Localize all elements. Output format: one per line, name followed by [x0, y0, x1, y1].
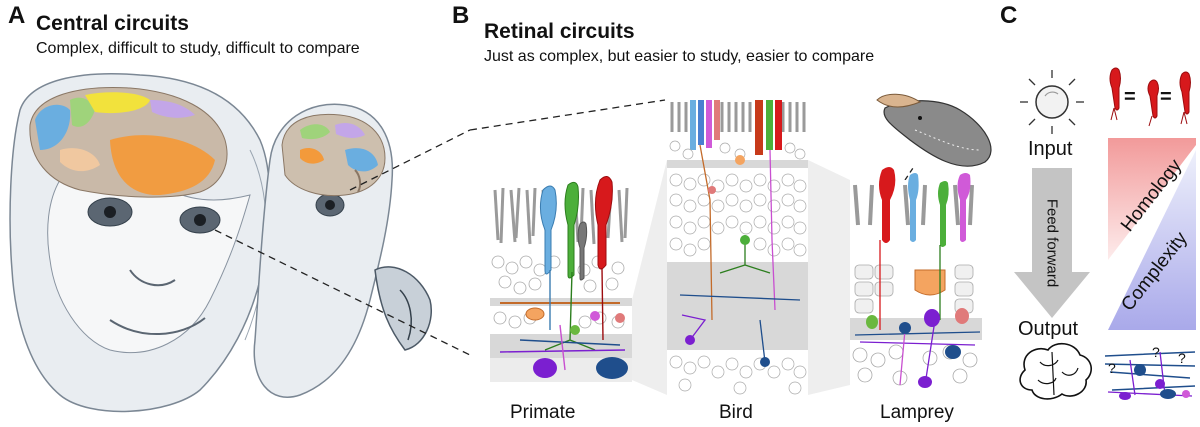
species-label-primate: Primate: [510, 402, 576, 423]
lamprey-retina-connector: [904, 164, 916, 181]
panel-c-letter: C: [1000, 2, 1018, 29]
complexity-triangle: [1108, 150, 1196, 330]
feed-forward-label: Feed forward: [1043, 198, 1061, 288]
bird-inner-nuclear-layer: [669, 173, 807, 257]
equals-symbol-1: =: [1124, 86, 1136, 108]
panel-b-letter: B: [452, 2, 470, 29]
monkey-brain-drawing: [29, 87, 228, 198]
primate-cones: [539, 176, 613, 281]
equals-symbol-2: =: [1160, 86, 1172, 108]
panel-a-subtitle: Complex, difficult to study, difficult t…: [36, 40, 360, 57]
species-label-bird: Bird: [719, 402, 753, 423]
primate-retina-column: [490, 176, 632, 385]
species-label-lamprey: Lamprey: [880, 402, 954, 423]
primate-neuron-processes: [499, 267, 626, 371]
input-label: Input: [1028, 138, 1073, 160]
bird-neuron-processes: [679, 144, 801, 363]
sun-icon: [1020, 70, 1084, 134]
homologous-cones-icon: [1109, 67, 1191, 127]
panel-b-title: Retinal circuits: [484, 20, 635, 43]
lamprey-neuron-processes: [854, 240, 981, 386]
feed-forward-arrow: [1014, 168, 1090, 318]
bird-connector-line: [349, 129, 470, 191]
bird-brain-drawing: [281, 113, 386, 197]
lamprey-photoreceptor-rods: [853, 184, 974, 226]
animal-illustration: [9, 73, 470, 413]
circuit-question-mark-3: ?: [1178, 350, 1186, 366]
panel-b-subtitle: Just as complex, but easier to study, ea…: [484, 48, 875, 65]
circuit-question-mark-1: ?: [1108, 360, 1116, 376]
bird-lamprey-wedge: [808, 160, 850, 395]
lamprey-retina-column: [850, 167, 982, 390]
primate-bird-wedge: [632, 160, 667, 395]
bird-retina-column: [667, 98, 808, 398]
panel-a-title: Central circuits: [36, 12, 189, 35]
homology-triangle: [1108, 138, 1196, 260]
bird-photoreceptor-rods: [670, 102, 806, 132]
brain-icon: [1019, 342, 1093, 400]
panel-a-letter: A: [8, 2, 26, 29]
lamprey-cones: [879, 167, 971, 247]
complex-circuit-icon: [1104, 351, 1196, 400]
lamprey-orange-cell: [914, 269, 946, 296]
bird-retina-connector: [469, 99, 666, 131]
output-label: Output: [1018, 318, 1079, 340]
circuit-question-mark-2: ?: [1152, 344, 1160, 360]
lamprey-drawing: [876, 93, 992, 167]
bird-cones: [690, 100, 782, 155]
